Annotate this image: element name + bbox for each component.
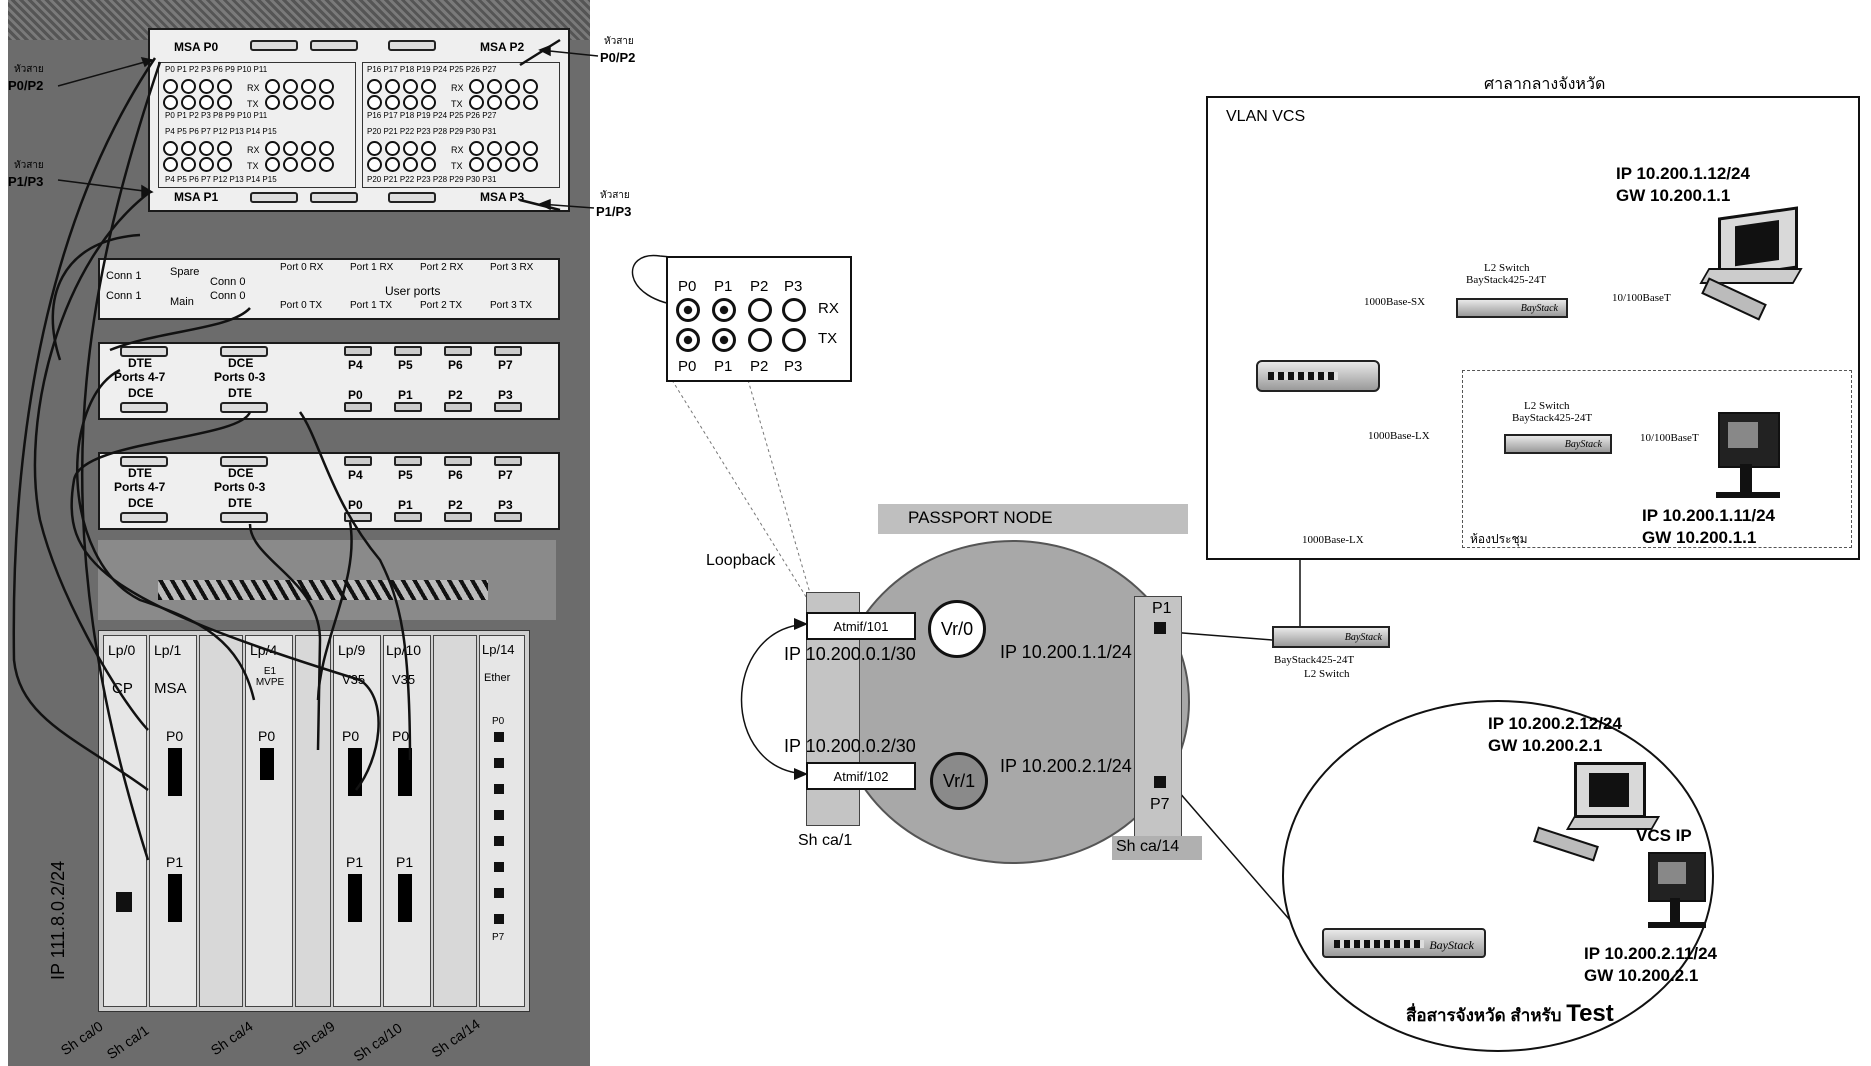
switch2-brand: BayStack — [1565, 439, 1602, 450]
switch-brand: BayStack — [1345, 632, 1382, 643]
port-p1 — [1154, 622, 1166, 634]
tx-port — [676, 328, 700, 352]
loop-top-p0: P0 — [678, 278, 696, 295]
rx-port — [676, 298, 700, 322]
uplink-label: 1000Base-LX — [1302, 534, 1364, 546]
passport-title: PASSPORT NODE — [908, 508, 1053, 528]
pc2-ip: IP 10.200.2.12/24 — [1488, 714, 1622, 734]
sh-ca14-bg: Sh ca/14 — [1112, 836, 1202, 860]
port-p7 — [1154, 776, 1166, 788]
pc2-gw: GW 10.200.2.1 — [1488, 736, 1602, 756]
pc1-gw: GW 10.200.1.1 — [1616, 186, 1730, 206]
rx-port — [748, 298, 772, 322]
vcs-stand — [1670, 898, 1680, 924]
ip-vr1: IP 10.200.2.1/24 — [1000, 756, 1132, 777]
link-100a-label: 10/100BaseT — [1612, 292, 1671, 304]
loop-tx: TX — [818, 330, 837, 347]
vcs-stand — [1740, 464, 1752, 492]
switch1-brand: BayStack — [1521, 303, 1558, 314]
test-switch-brand: BayStack — [1429, 938, 1474, 953]
loop-bot-p3: P3 — [784, 358, 802, 375]
pc1-ip: IP 10.200.1.12/24 — [1616, 164, 1750, 184]
sh-ca14-label: Sh ca/14 — [1116, 838, 1179, 856]
vcs-unit-icon — [1718, 412, 1780, 468]
link-sx-label: 1000Base-SX — [1364, 296, 1425, 308]
tx-port — [782, 328, 806, 352]
loopback-panel: P0 P1 P2 P3 RX TX P0 P1 P2 P3 — [666, 256, 852, 382]
vcs-unit-icon — [1648, 852, 1706, 902]
rx-port — [782, 298, 806, 322]
ip-atmif102: IP 10.200.0.2/30 — [784, 736, 916, 757]
vcs-base — [1716, 492, 1780, 498]
ip-atmif101: IP 10.200.0.1/30 — [784, 644, 916, 665]
test-caption-thai: สื่อสารจังหวัด สำหรับ — [1406, 1006, 1561, 1025]
link-100b-label: 10/100BaseT — [1640, 432, 1699, 444]
loop-top-p2: P2 — [750, 278, 768, 295]
l2-switch-2: BayStack — [1504, 434, 1612, 454]
vcs2-ip: IP 10.200.2.11/24 — [1584, 944, 1717, 964]
vcs-ip-label: VCS IP — [1636, 826, 1692, 846]
center-l2-switch: BayStack — [1272, 626, 1390, 648]
ip-vr0: IP 10.200.1.1/24 — [1000, 642, 1132, 663]
switch2-title: L2 Switch — [1524, 400, 1570, 412]
desktop-computer-icon — [1574, 762, 1646, 818]
switch-model: BayStack425-24T — [1274, 654, 1354, 666]
loop-bot-p0: P0 — [678, 358, 696, 375]
port-p1-label: P1 — [1152, 600, 1172, 618]
tx-port — [748, 328, 772, 352]
tx-port — [712, 328, 736, 352]
vcs1-gw: GW 10.200.1.1 — [1642, 528, 1756, 548]
link-p1-switch — [1170, 632, 1272, 640]
switch-type: L2 Switch — [1304, 668, 1350, 680]
rx-port — [712, 298, 736, 322]
l2-switch-1: BayStack — [1456, 298, 1568, 318]
test-switch: BayStack — [1322, 928, 1486, 958]
passport-title-bar: PASSPORT NODE — [878, 504, 1188, 534]
switch1-model: BayStack425-24T — [1466, 274, 1546, 286]
meeting-room-label: ห้องประชุม — [1470, 530, 1528, 549]
vcs1-ip: IP 10.200.1.11/24 — [1642, 506, 1775, 526]
loop-bot-p2: P2 — [750, 358, 768, 375]
test-caption-word: Test — [1566, 1000, 1614, 1027]
core-switch — [1256, 360, 1380, 392]
loopback-label: Loopback — [706, 552, 775, 570]
vr0-router: Vr/0 — [928, 600, 986, 658]
atmif-101: Atmif/101 — [806, 612, 916, 640]
vcs2-gw: GW 10.200.2.1 — [1584, 966, 1698, 986]
link-lx-label: 1000Base-LX — [1368, 430, 1430, 442]
loop-bot-p1: P1 — [714, 358, 732, 375]
switch2-model: BayStack425-24T — [1512, 412, 1592, 424]
test-caption: สื่อสารจังหวัด สำหรับ Test — [1406, 1000, 1614, 1029]
loop-top-p3: P3 — [784, 278, 802, 295]
vlan-vcs-label: VLAN VCS — [1226, 108, 1305, 126]
sh-ca1-label: Sh ca/1 — [798, 832, 852, 850]
switch1-title: L2 Switch — [1484, 262, 1530, 274]
port-p7-label: P7 — [1150, 796, 1170, 814]
vr1-router: Vr/1 — [930, 752, 988, 810]
loop-top-p1: P1 — [714, 278, 732, 295]
loop-rx: RX — [818, 300, 839, 317]
atmif-102: Atmif/102 — [806, 762, 916, 790]
provincial-hall-title: ศาลากลางจังหวัด — [1484, 72, 1605, 97]
vcs-base — [1648, 922, 1706, 928]
